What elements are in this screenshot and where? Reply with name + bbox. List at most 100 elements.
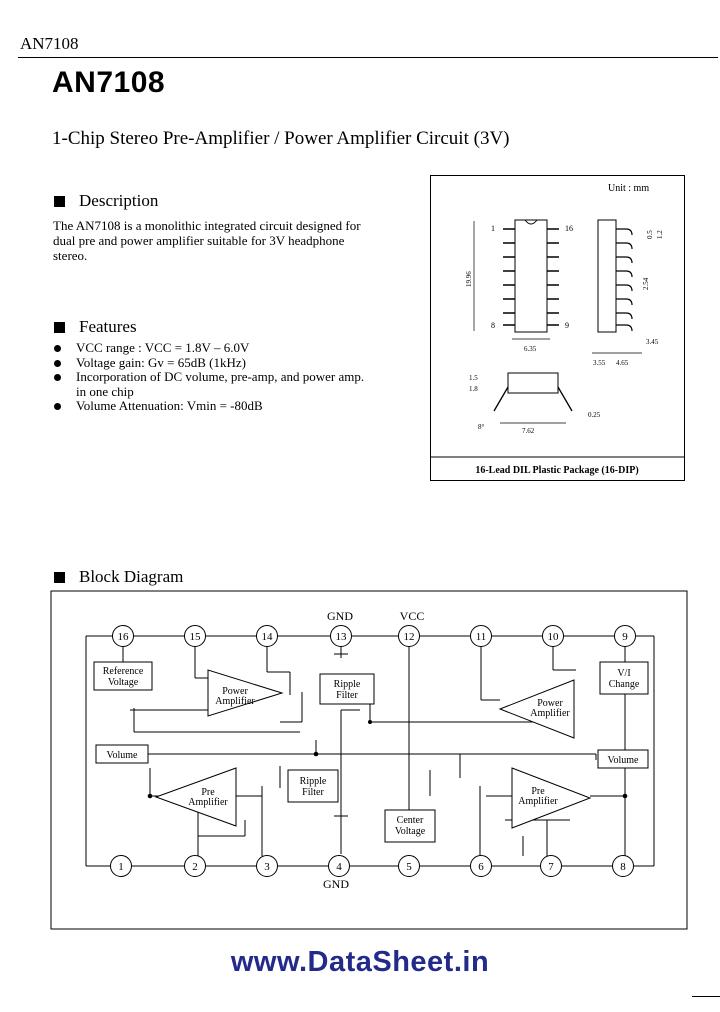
svg-text:1: 1	[118, 861, 124, 873]
section-bullet-icon	[54, 321, 65, 333]
svg-text:Amplifier: Amplifier	[188, 797, 228, 808]
svg-text:5: 5	[406, 861, 412, 873]
power-amp-left-triangle	[207, 669, 284, 717]
svg-text:10: 10	[548, 631, 560, 643]
svg-text:7: 7	[548, 861, 554, 873]
volume-right-block	[597, 749, 649, 769]
bullet-icon	[54, 345, 61, 352]
svg-text:Volume: Volume	[608, 755, 639, 766]
diagram-wiring	[85, 635, 655, 867]
svg-text:4: 4	[336, 861, 342, 873]
package-caption: 16-Lead DIL Plastic Package (16-DIP)	[475, 465, 638, 476]
svg-text:Volume: Volume	[107, 750, 138, 761]
volume-left-block	[95, 744, 149, 764]
bullet-icon	[54, 403, 61, 410]
block-diagram: Reference Voltage Power Amplifier Ripple…	[50, 590, 688, 930]
section-bullet-icon	[54, 571, 65, 583]
bottom-pins: 1 2 3 4 5 6 7 8	[110, 855, 634, 877]
svg-text:1: 1	[491, 224, 495, 233]
feature-item: Incorporation of DC volume, pre-amp, and…	[52, 369, 412, 399]
bullet-icon	[54, 359, 61, 367]
gnd-bottom-label: GND	[323, 877, 349, 891]
feature-item: Voltage gain: Gv = 65dB (1kHz)	[52, 355, 412, 371]
svg-text:16: 16	[118, 631, 130, 643]
section-bullet-icon	[54, 195, 65, 207]
bullet-icon	[54, 374, 61, 381]
ripple-filter-top-block	[319, 673, 375, 705]
svg-text:15: 15	[190, 631, 202, 643]
center-voltage-block	[384, 809, 436, 843]
svg-text:6.35: 6.35	[524, 345, 537, 353]
svg-text:7.62: 7.62	[522, 427, 535, 435]
package-pins	[503, 228, 559, 326]
features-list: VCC range : VCC = 1.8V – 6.0V Voltage ga…	[52, 340, 412, 414]
package-drawing: Unit : mm 1 8 16 9 19.96 6.35 0.5 1.2 2.…	[430, 175, 685, 481]
svg-text:9: 9	[622, 631, 628, 643]
svg-text:3.45: 3.45	[646, 338, 659, 346]
footer-rule	[692, 996, 720, 997]
svg-text:Voltage: Voltage	[395, 826, 426, 837]
svg-text:Reference: Reference	[103, 666, 144, 677]
features-heading: Features	[54, 317, 137, 337]
header-rule	[18, 57, 718, 58]
svg-text:8: 8	[620, 861, 626, 873]
svg-text:19.96: 19.96	[465, 271, 473, 287]
svg-text:3: 3	[264, 861, 270, 873]
top-pins: 16 15 14 13 12 11 10 9	[112, 625, 636, 647]
svg-text:6: 6	[478, 861, 484, 873]
svg-text:Amplifier: Amplifier	[518, 796, 558, 807]
page-title: AN7108	[52, 66, 166, 99]
svg-text:Power: Power	[222, 686, 248, 697]
feature-item: Volume Attenuation: Vmin = -80dB	[52, 398, 412, 414]
description-text: The AN7108 is a monolithic integrated ci…	[53, 218, 361, 263]
svg-text:4.65: 4.65	[616, 359, 629, 367]
ripple-filter-mid-block	[287, 769, 339, 803]
svg-text:16: 16	[565, 224, 573, 233]
svg-text:1.8: 1.8	[469, 385, 478, 393]
svg-text:12: 12	[404, 631, 415, 643]
svg-text:Filter: Filter	[336, 690, 358, 701]
vcc-label: VCC	[400, 609, 425, 623]
block-diagram-heading-label: Block Diagram	[79, 567, 184, 586]
svg-text:11: 11	[476, 631, 487, 643]
reference-voltage-block	[93, 661, 153, 691]
svg-text:8°: 8°	[478, 423, 485, 431]
package-unit: Unit : mm	[608, 183, 649, 194]
page-subtitle: 1-Chip Stereo Pre-Amplifier / Power Ampl…	[52, 128, 510, 149]
feature-item: VCC range : VCC = 1.8V – 6.0V	[52, 340, 412, 356]
svg-text:2.54: 2.54	[642, 277, 650, 290]
junction-dots	[147, 720, 628, 799]
svg-text:8: 8	[491, 321, 495, 330]
svg-text:13: 13	[336, 631, 348, 643]
svg-text:Amplifier: Amplifier	[215, 696, 255, 707]
vi-change-block	[599, 661, 649, 695]
description-heading: Description	[54, 191, 158, 211]
svg-text:Ripple: Ripple	[334, 679, 361, 690]
watermark-link[interactable]: www.DataSheet.in	[230, 946, 490, 978]
svg-text:Ripple: Ripple	[300, 776, 327, 787]
description-line: stereo.	[53, 248, 88, 263]
svg-text:2: 2	[192, 861, 198, 873]
svg-text:1.2: 1.2	[656, 230, 664, 239]
svg-text:0.25: 0.25	[588, 411, 601, 419]
svg-text:0.5: 0.5	[646, 230, 654, 239]
description-line: dual pre and power amplifier suitable fo…	[53, 233, 345, 248]
block-diagram-heading: Block Diagram	[54, 567, 183, 587]
svg-text:Power: Power	[537, 698, 563, 709]
svg-text:Change: Change	[609, 679, 640, 690]
svg-text:V/I: V/I	[617, 668, 630, 679]
svg-text:9: 9	[565, 321, 569, 330]
features-heading-label: Features	[79, 317, 137, 336]
svg-text:Center: Center	[397, 815, 424, 826]
svg-text:1.5: 1.5	[469, 374, 478, 382]
description-heading-label: Description	[79, 191, 159, 210]
gnd-top-label: GND	[327, 609, 353, 623]
pre-amp-left-triangle	[154, 767, 237, 827]
pre-amp-right-triangle	[511, 767, 592, 829]
description-line: The AN7108 is a monolithic integrated ci…	[53, 218, 361, 233]
diagram-blocks	[93, 661, 649, 843]
svg-text:Amplifier: Amplifier	[530, 708, 570, 719]
svg-text:3.55: 3.55	[593, 359, 606, 367]
svg-text:Filter: Filter	[302, 787, 324, 798]
svg-text:Pre: Pre	[201, 787, 215, 798]
